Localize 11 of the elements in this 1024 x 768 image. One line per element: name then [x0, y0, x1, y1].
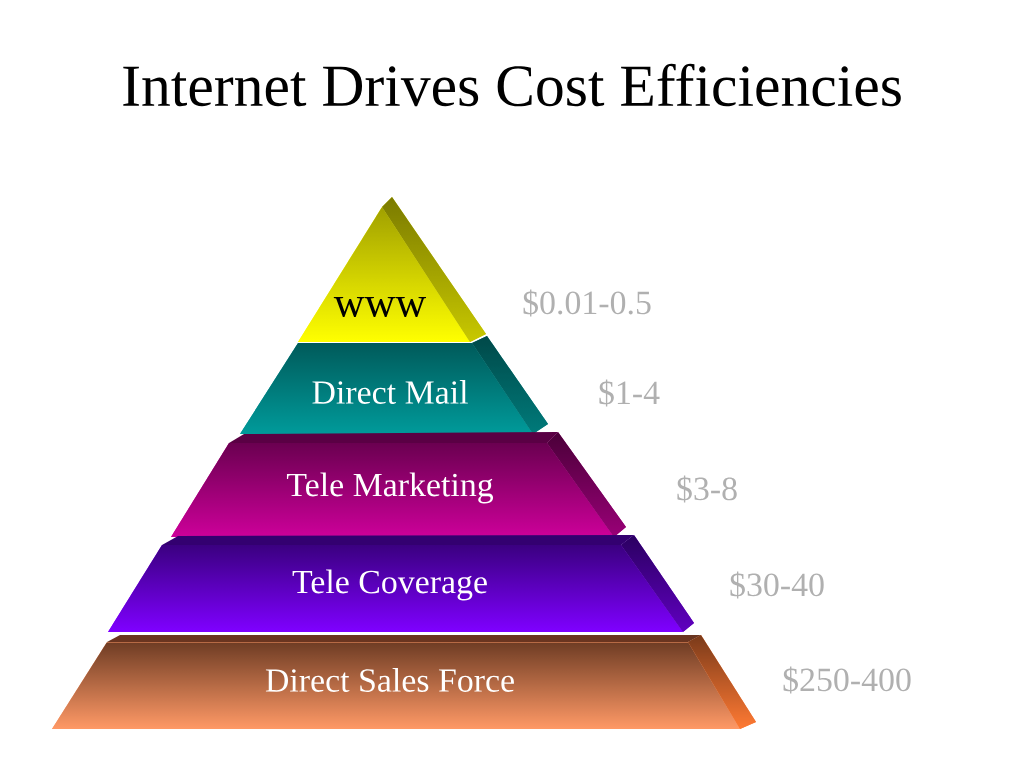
pyramid-layer: www [298, 197, 486, 342]
cost-label: $30-40 [730, 571, 824, 599]
cost-label: $250-400 [783, 666, 911, 694]
pyramid-layer: Tele Marketing [171, 432, 626, 537]
pyramid-layer: Direct Mail [240, 336, 548, 434]
cost-label: $0.01-0.5 [523, 289, 651, 317]
pyramid-layer: Direct Sales Force [52, 635, 756, 729]
title: Internet Drives Cost Efficiencies [123, 63, 901, 107]
pyramid-layer: Tele Coverage [108, 535, 694, 632]
cost-label: $1-4 [599, 379, 660, 407]
cost-label: $3-8 [677, 475, 737, 503]
